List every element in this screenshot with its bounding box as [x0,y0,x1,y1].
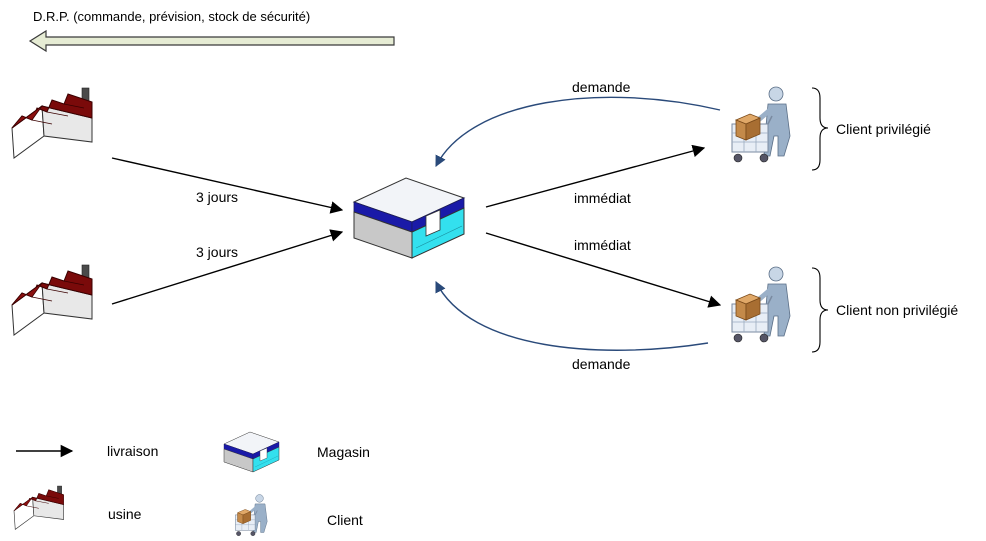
brace-privileged [811,87,829,171]
legend-factory-icon [13,485,64,530]
immediate-label-non-privileged: immédiat [574,237,631,253]
immediate-arrow-non-privileged [485,232,722,308]
demand-label-privileged: demande [572,79,631,95]
delivery-label-top: 3 jours [196,189,239,205]
brace-non-privileged [811,267,829,353]
delivery-label-bottom: 3 jours [196,244,239,260]
client-icon-non-privileged [732,267,790,342]
client-icon-privileged [732,87,790,162]
factory-icon-top [11,87,93,159]
store-icon-center [353,177,465,259]
legend-store-label: Magasin [317,444,370,460]
demand-label-non-privileged: demande [572,356,631,372]
legend-factory-label: usine [108,506,142,522]
client-privileged-label: Client privilégié [836,121,931,137]
legend-delivery-label: livraison [107,443,159,459]
drp-label: D.R.P. (commande, prévision, stock de sé… [33,9,311,24]
legend-client-label: Client [327,512,363,528]
delivery-arrow-top [111,157,344,214]
client-non-privileged-label: Client non privilégié [836,302,959,318]
factory-icon-bottom [11,264,93,336]
drp-arrow [28,29,395,53]
demand-arrow-non-privileged [435,280,709,351]
immediate-label-privileged: immédiat [574,190,631,206]
delivery-arrow-bottom [111,229,344,305]
legend-client-icon [233,493,269,538]
immediate-arrow-privileged [485,144,706,208]
legend-store-icon [223,431,280,473]
demand-arrow-privileged [435,96,721,167]
